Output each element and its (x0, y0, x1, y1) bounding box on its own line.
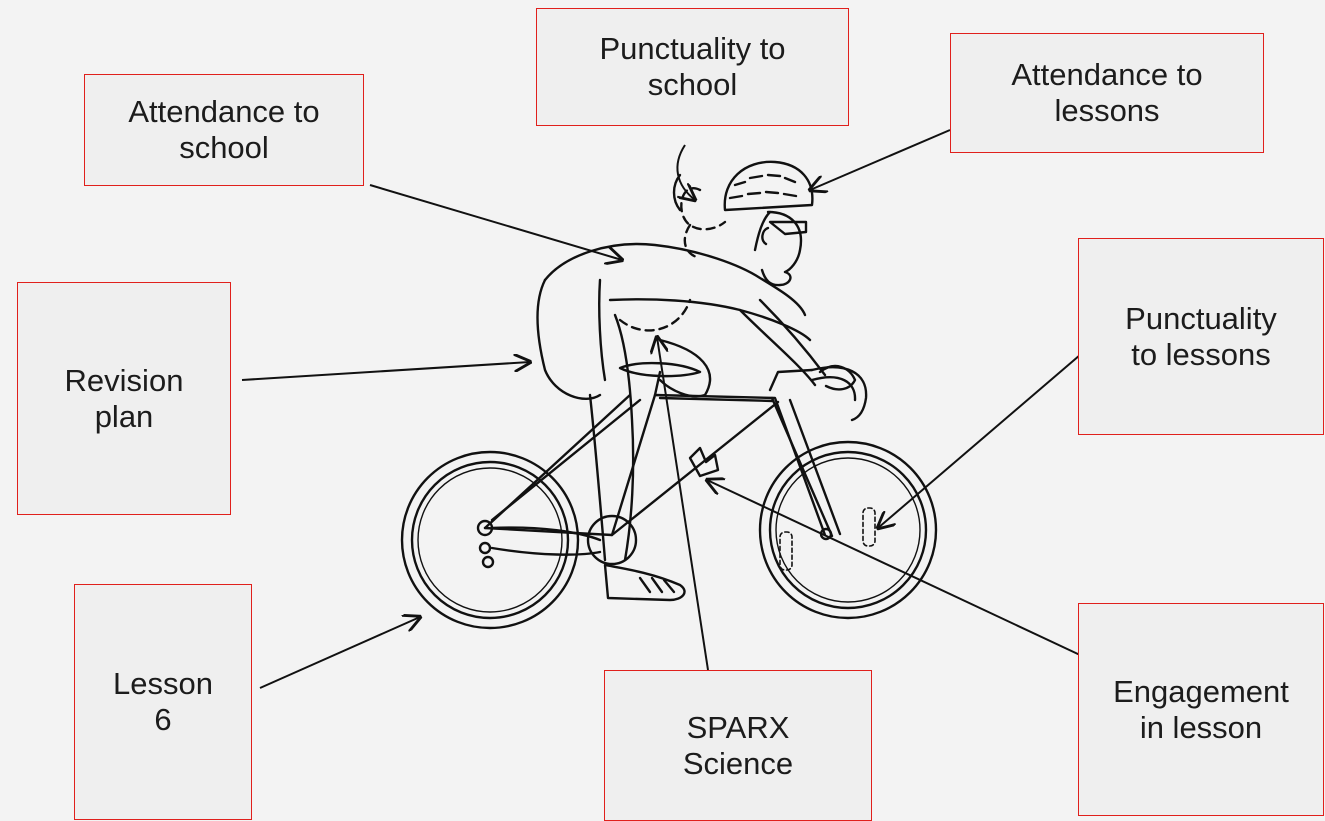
bicycle (400, 361, 938, 630)
label-engagement-in-lesson: Engagement in lesson (1078, 603, 1324, 816)
rider (536, 160, 857, 602)
arrow-sparx-science (657, 337, 709, 671)
bike-frame (476, 361, 868, 569)
label-sparx-science: SPARX Science (604, 670, 872, 821)
label-attendance-to-school: Attendance to school (84, 74, 364, 186)
arrow-engagement-lesson (707, 480, 1081, 656)
rear-wheel (400, 450, 580, 630)
label-punctuality-to-lessons: Punctuality to lessons (1078, 238, 1324, 435)
arrow-punctuality-school (676, 144, 695, 200)
arrow-attendance-school (369, 184, 622, 260)
arrow-revision-plan (241, 362, 530, 381)
label-attendance-to-lessons: Attendance to lessons (950, 33, 1264, 153)
front-wheel (758, 440, 938, 620)
label-revision-plan: Revision plan (17, 282, 231, 515)
arrow-punctuality-lessons (878, 354, 1081, 528)
arrows (241, 129, 1081, 689)
arrow-lesson-6 (259, 617, 420, 689)
label-punctuality-to-school: Punctuality to school (536, 8, 849, 126)
label-lesson-6: Lesson 6 (74, 584, 252, 820)
arrow-attendance-lessons (810, 129, 951, 190)
